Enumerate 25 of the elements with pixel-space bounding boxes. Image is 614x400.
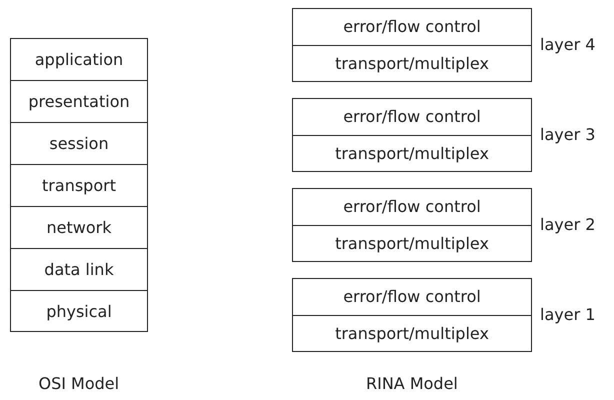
layer-box — [292, 188, 532, 262]
layer-row: network — [10, 206, 148, 249]
layer-number-label: layer 3 — [540, 125, 596, 144]
sublayer-label: error/flow control — [342, 16, 482, 38]
sublayer-label: error/flow control — [342, 106, 482, 128]
sublayer-label: error/flow control — [342, 286, 482, 308]
layer-row: presentation — [10, 80, 148, 123]
layer-box — [292, 8, 532, 82]
sublayer-label: transport/multiplex — [293, 44, 531, 81]
layer-row: transport — [10, 164, 148, 207]
layer-row: session — [10, 122, 148, 165]
layer-box — [292, 98, 532, 172]
sublayer-label: transport/multiplex — [293, 314, 531, 351]
layer-number-label: layer 4 — [540, 35, 596, 54]
sublayer-label: transport/multiplex — [293, 224, 531, 261]
sublayer-label: error/flow control — [342, 196, 482, 218]
layer-row: physical — [10, 290, 148, 332]
layer-box — [292, 278, 532, 352]
sublayer-label: transport/multiplex — [293, 134, 531, 171]
layer-number-label: layer 2 — [540, 215, 596, 234]
layer-number-label: layer 1 — [540, 305, 596, 324]
layer-row: application — [10, 38, 148, 81]
layer-row: data link — [10, 248, 148, 291]
model-caption: OSI Model — [38, 374, 120, 393]
model-caption: RINA Model — [366, 374, 458, 393]
